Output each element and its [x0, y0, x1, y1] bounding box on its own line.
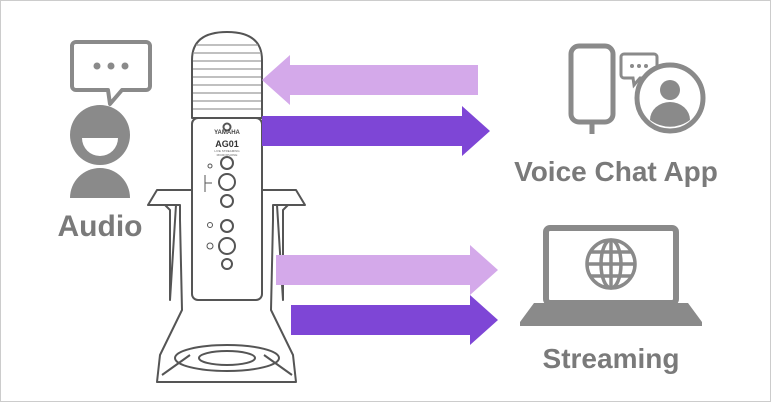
avatar-icon	[634, 62, 706, 134]
person-icon	[70, 105, 130, 198]
microphone-illustration	[147, 31, 306, 383]
streaming-label: Streaming	[543, 343, 680, 374]
audio-person-group: Audio	[58, 40, 152, 243]
knob-mic-level	[218, 173, 236, 191]
arrow-to-streaming-dark	[291, 295, 498, 345]
mic-brand-text: YAMAHA	[214, 130, 240, 136]
voice-chat-app-group: Voice Chat App	[514, 43, 718, 187]
stand-base-struts	[161, 354, 293, 376]
arrow-to-streaming-light	[276, 245, 498, 295]
smartphone-icon	[568, 43, 616, 134]
voice-chat-app-label: Voice Chat App	[514, 156, 718, 187]
mute-indicator-icon	[222, 122, 232, 132]
audio-label: Audio	[58, 210, 143, 243]
arrows	[262, 55, 498, 345]
panel-markings	[204, 163, 214, 250]
stand-left-detail	[164, 204, 177, 301]
grille-lines	[193, 44, 261, 110]
stand-base-hole	[198, 350, 256, 366]
knob-headphone-level	[218, 237, 236, 255]
knob-monitor	[221, 258, 233, 270]
speech-bubble-icon	[70, 40, 152, 106]
knob-mic-effect	[220, 194, 234, 208]
knob-mic-gain	[220, 156, 234, 170]
arrow-from-voice-chat	[262, 55, 478, 105]
streaming-group: Streaming	[520, 225, 702, 374]
arrow-to-voice-chat	[262, 106, 490, 156]
knob-line-level	[220, 219, 234, 233]
globe-icon	[585, 238, 637, 290]
mic-model-text: AG01	[215, 139, 239, 149]
stand-base-ring	[174, 344, 280, 372]
mic-subtitle-line1: LIVE STREAMING	[214, 149, 240, 153]
mic-subtitle-line2: MICROPHONE	[217, 153, 238, 157]
